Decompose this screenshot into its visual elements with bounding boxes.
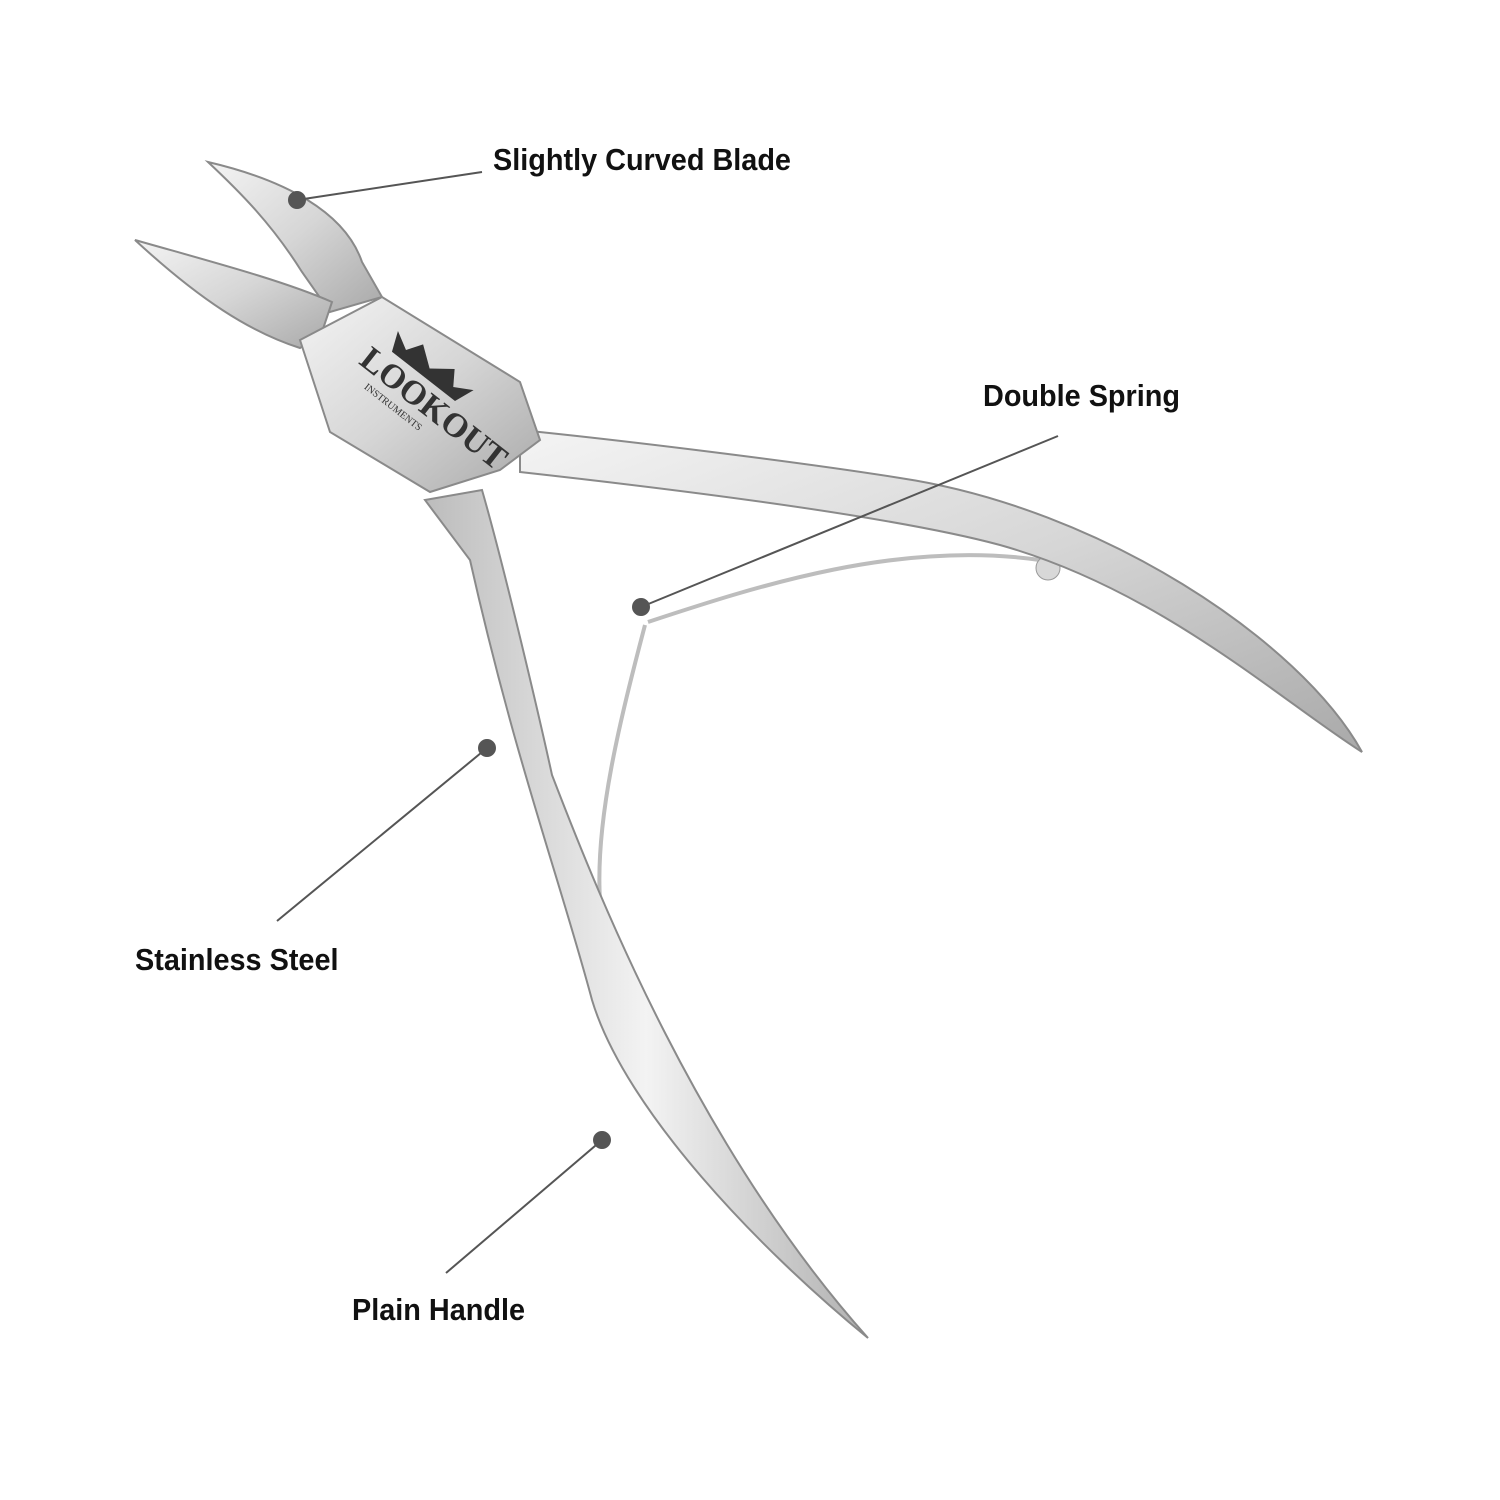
callout-dot — [593, 1131, 611, 1149]
upper-handle — [519, 428, 1363, 753]
callout-plain-handle: Plain Handle — [352, 1292, 526, 1327]
callout-dot — [478, 739, 496, 757]
upper-blade — [204, 160, 384, 314]
double-spring — [597, 553, 1041, 1041]
callout-slightly-curved-blade: Slightly Curved Blade — [493, 142, 791, 177]
callout-dot — [288, 191, 306, 209]
pivot-head — [298, 295, 542, 494]
callout-leaders — [276, 171, 1059, 1274]
lower-handle — [423, 488, 869, 1339]
callout-double-spring: Double Spring — [983, 378, 1181, 413]
callout-stainless-steel: Stainless Steel — [135, 942, 339, 977]
callout-dot — [632, 598, 650, 616]
